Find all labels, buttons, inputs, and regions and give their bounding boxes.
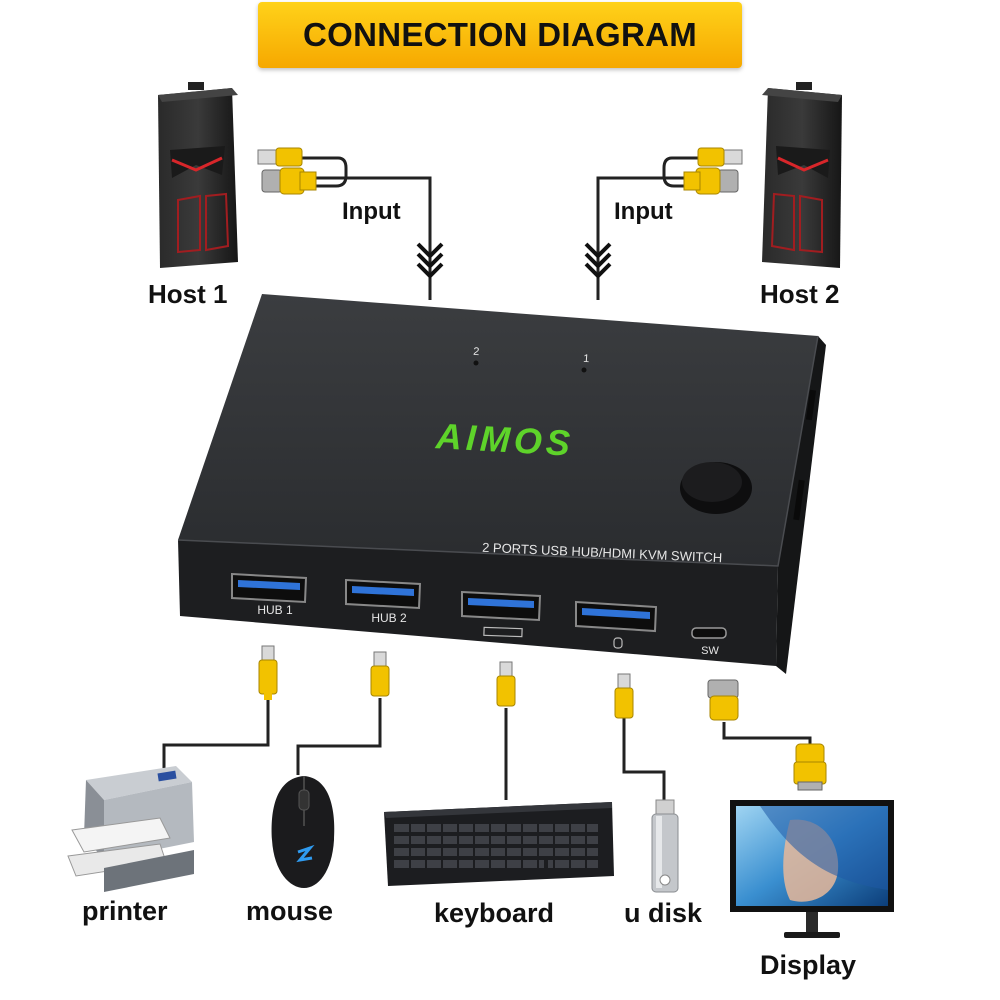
keyboard-port-icon xyxy=(483,626,523,638)
input-2-arrow-icon xyxy=(584,242,612,279)
display-vga-plug-bottom xyxy=(793,743,827,791)
display-label: Display xyxy=(760,950,857,980)
host-2-computer-icon xyxy=(762,82,842,268)
input-1-label: Input xyxy=(342,198,401,225)
usb-port-hub2 xyxy=(345,578,422,610)
usb-port-mouse xyxy=(575,600,658,649)
display-monitor-icon xyxy=(730,800,894,938)
mouse-icon xyxy=(271,776,335,888)
port-label-hub2: HUB 2 xyxy=(371,611,407,625)
udisk-cable xyxy=(622,718,666,800)
keyboard-icon xyxy=(384,802,614,886)
printer-label: printer xyxy=(82,896,168,926)
host-1-vga-connector xyxy=(261,167,317,195)
aimos-logo: AIMOS xyxy=(434,415,575,464)
mouse-usb-plug xyxy=(370,651,390,697)
mouse-port-icon xyxy=(613,637,623,649)
keyboard-label: keyboard xyxy=(434,898,555,928)
host-1-usb-connector xyxy=(257,147,303,167)
udisk-usb-plug xyxy=(614,673,634,719)
led-label-2: 2 xyxy=(473,346,480,358)
printer-usb-plug xyxy=(258,645,278,700)
display-vga-plug-top xyxy=(707,679,739,721)
host-2-vga-connector xyxy=(683,167,739,195)
page-title: CONNECTION DIAGRAM xyxy=(302,16,698,53)
usb-port-keyboard xyxy=(461,590,542,638)
keyboard-usb-plug xyxy=(496,661,516,707)
host-1-cable xyxy=(300,156,432,300)
mouse-label: mouse xyxy=(246,896,334,926)
usb-port-hub1 xyxy=(231,572,308,604)
port-label-sw: SW xyxy=(701,645,719,657)
host-2-cable xyxy=(596,156,700,300)
host-1-computer-icon xyxy=(158,82,238,268)
port-label-hub1: HUB 1 xyxy=(257,603,293,617)
sw-micro-usb-port xyxy=(691,627,727,639)
input-1-arrow-icon xyxy=(416,242,444,279)
mouse-cable xyxy=(296,698,382,775)
udisk-icon xyxy=(651,799,679,893)
printer-icon xyxy=(67,766,194,892)
title-banner xyxy=(258,2,742,68)
host-2-label: Host 2 xyxy=(760,279,840,309)
host-1-label: Host 1 xyxy=(148,279,228,309)
udisk-label: u disk xyxy=(624,898,703,928)
printer-cable xyxy=(162,698,270,768)
svg-text:AIMOS: AIMOS xyxy=(434,415,575,464)
input-2-label: Input xyxy=(614,198,673,225)
host-2-usb-connector xyxy=(697,147,743,167)
led-label-1: 1 xyxy=(583,353,590,365)
